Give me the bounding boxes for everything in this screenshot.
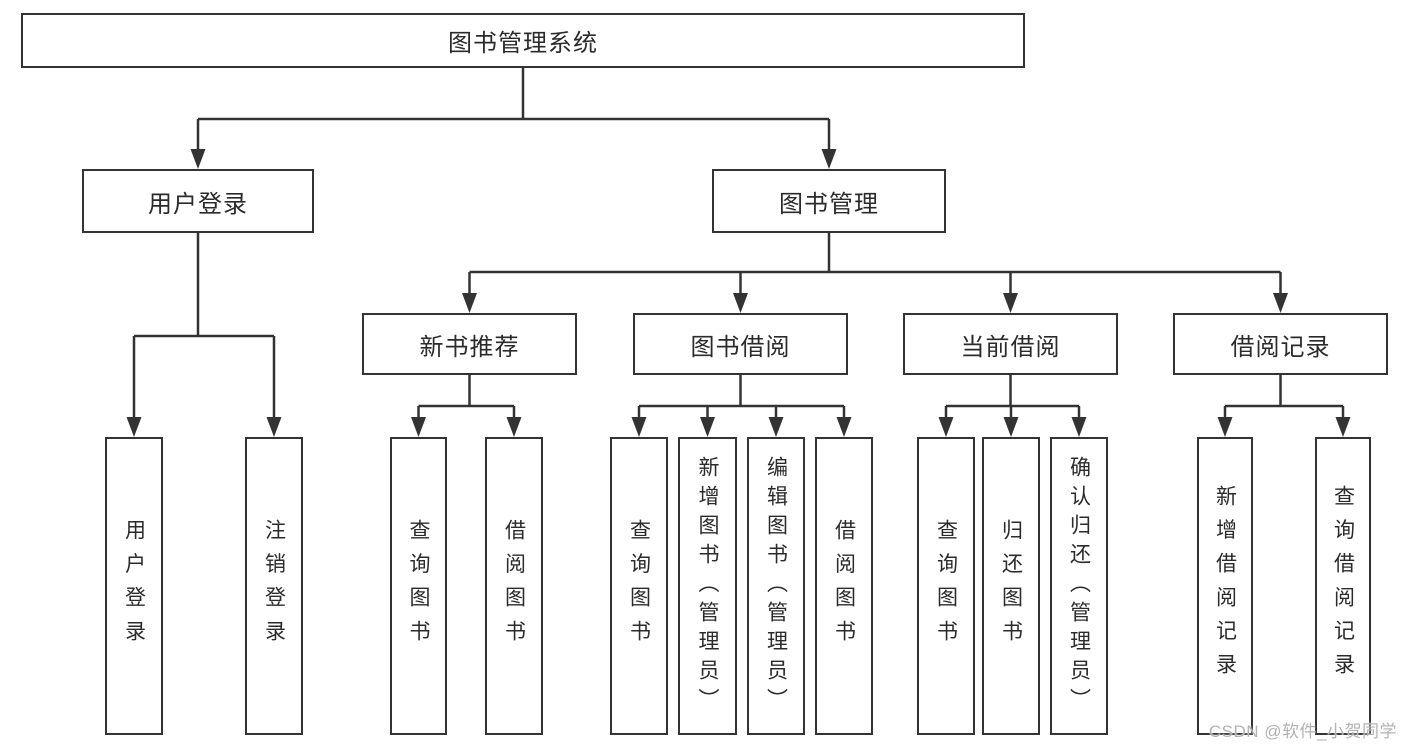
leaf-logout: 注销登录 xyxy=(245,437,303,735)
node-book-management: 图书管理 xyxy=(712,169,946,233)
leaf-current-confirm-return-admin: 确认归还（管理员） xyxy=(1050,437,1108,735)
arrowhead-icon xyxy=(1217,417,1233,437)
leaf-record-add-borrow-record: 新增借阅记录 xyxy=(1197,437,1253,735)
leaf-current-query-books: 查询图书 xyxy=(917,437,975,735)
arrowhead-icon xyxy=(700,417,715,437)
leaf-record-query-borrow-record: 查询借阅记录 xyxy=(1315,437,1371,735)
leaf-borrow-edit-books-admin: 编辑图书（管理员） xyxy=(747,437,805,735)
arrowhead-icon xyxy=(1335,417,1351,437)
node-book-borrowing: 图书借阅 xyxy=(633,313,848,375)
arrowhead-icon xyxy=(821,149,837,169)
node-borrowing-records: 借阅记录 xyxy=(1173,313,1388,375)
arrowhead-icon xyxy=(631,417,647,437)
node-current-borrowing: 当前借阅 xyxy=(903,313,1118,375)
leaf-borrow-query-books: 查询图书 xyxy=(610,437,668,735)
arrowhead-icon xyxy=(733,293,748,313)
leaf-current-return-books: 归还图书 xyxy=(982,437,1040,735)
arrowhead-icon xyxy=(266,417,282,437)
leaf-user-login: 用户登录 xyxy=(105,437,163,735)
node-user-login: 用户登录 xyxy=(82,169,314,233)
arrowhead-icon xyxy=(1003,293,1018,313)
node-new-book-recommend: 新书推荐 xyxy=(362,313,577,375)
arrowhead-icon xyxy=(836,417,852,437)
arrowhead-icon xyxy=(938,417,954,437)
leaf-borrow-add-books-admin: 新增图书（管理员） xyxy=(678,437,737,735)
arrowhead-icon xyxy=(126,417,142,437)
arrowhead-icon xyxy=(411,417,426,437)
arrowhead-icon xyxy=(190,149,206,169)
arrowhead-icon xyxy=(1071,417,1087,437)
arrowhead-icon xyxy=(1003,417,1019,437)
arrowhead-icon xyxy=(768,417,784,437)
arrowhead-icon xyxy=(506,417,522,437)
leaf-newbook-borrow-books: 借阅图书 xyxy=(485,437,543,735)
node-system-root: 图书管理系统 xyxy=(21,13,1025,68)
arrowhead-icon xyxy=(462,293,477,313)
leaf-borrow-borrow-books: 借阅图书 xyxy=(815,437,873,735)
arrowhead-icon xyxy=(1273,293,1288,313)
watermark-text: CSDN @软件_小贺同学 xyxy=(1208,722,1397,741)
leaf-newbook-query-books: 查询图书 xyxy=(390,437,447,735)
